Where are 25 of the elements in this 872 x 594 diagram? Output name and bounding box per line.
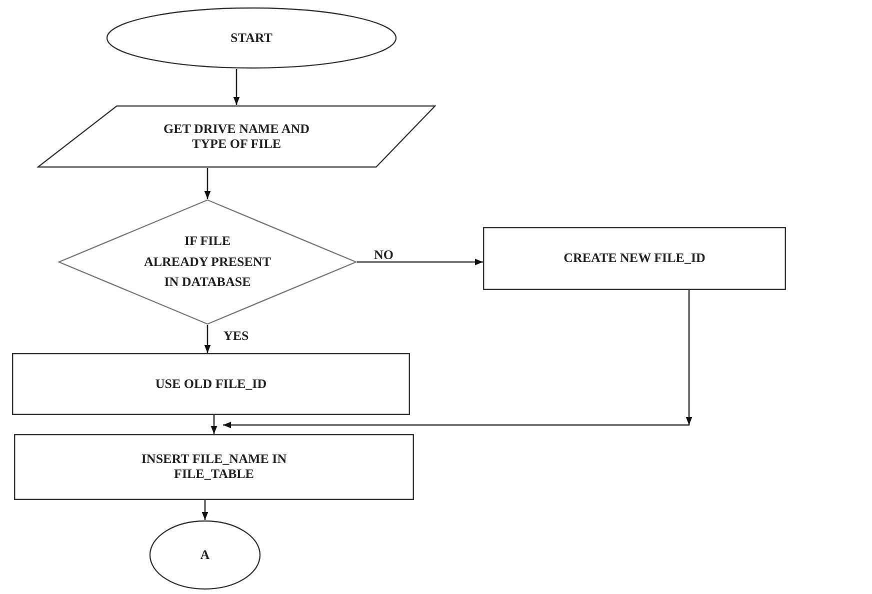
edge-label: YES	[222, 329, 251, 342]
input-parallelogram	[37, 105, 436, 168]
process-box	[12, 353, 410, 415]
arrow	[233, 69, 240, 105]
arrow	[223, 290, 692, 428]
node-text: GET DRIVE NAME AND TYPE OF FILE	[162, 122, 311, 152]
edge-label: NO	[372, 248, 396, 261]
arrow	[204, 325, 211, 353]
node-text: A	[200, 548, 210, 562]
process-box	[483, 227, 786, 290]
node-text: START	[230, 30, 272, 46]
node-text: ALREADY PRESENT	[144, 254, 271, 270]
node-text: IF FILE	[184, 234, 231, 249]
arrow	[357, 258, 483, 266]
decision-diamond	[58, 199, 357, 325]
arrow	[210, 415, 218, 434]
process-box	[14, 434, 414, 500]
arrow	[204, 168, 211, 199]
node-text: CREATE NEW FILE_ID	[564, 251, 706, 266]
terminator-ellipse	[106, 7, 397, 69]
terminator-ellipse	[149, 520, 261, 590]
node-text: INSERT FILE_NAME IN FILE_TABLE	[140, 452, 288, 482]
node-text: IN DATABASE	[164, 275, 251, 290]
arrow	[202, 500, 208, 520]
node-text: USE OLD FILE_ID	[155, 376, 267, 392]
